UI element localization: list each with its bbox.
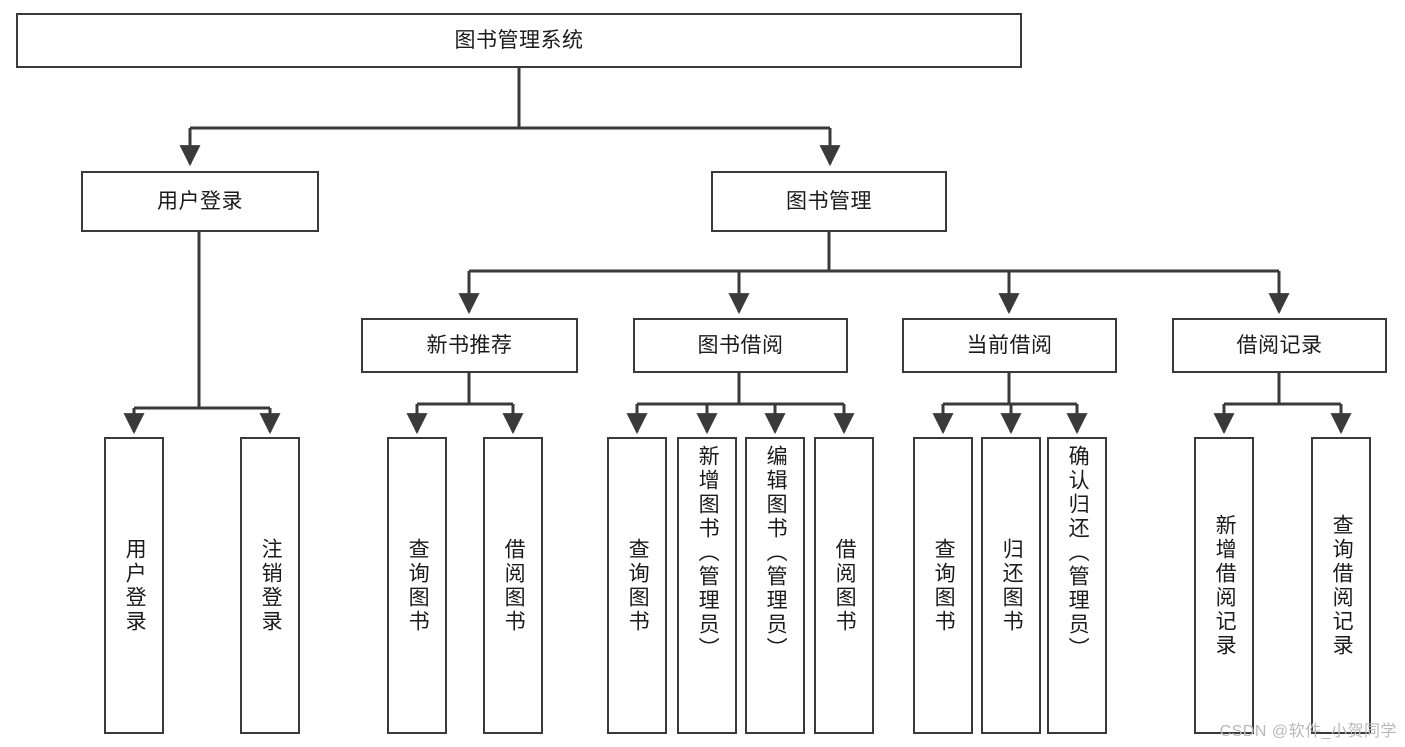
leaf-book-borrow-query-books[interactable]: 查询图书: [607, 437, 667, 734]
node-label: 查询图书: [406, 537, 430, 634]
leaf-current-borrow-confirm-return-admin[interactable]: 确认归还（管理员）: [1047, 437, 1107, 734]
leaf-book-borrow-borrow-books[interactable]: 借阅图书: [814, 437, 874, 734]
node-label: 新书推荐: [426, 333, 513, 357]
leaf-new-book-query-books[interactable]: 查询图书: [387, 437, 447, 734]
node-label: 借阅记录: [1236, 333, 1323, 357]
node-borrowing-record[interactable]: 借阅记录: [1172, 318, 1387, 373]
node-label: 查询图书: [932, 537, 956, 634]
node-root-book-management-system[interactable]: 图书管理系统: [16, 13, 1022, 68]
node-label: 注销登录: [259, 537, 283, 634]
node-label: 用户登录: [157, 189, 243, 213]
node-label: 借阅图书: [502, 537, 526, 634]
leaf-borrow-record-add-record[interactable]: 新增借阅记录: [1194, 437, 1254, 734]
leaf-new-book-borrow-books[interactable]: 借阅图书: [483, 437, 543, 734]
leaf-current-borrow-return-books[interactable]: 归还图书: [981, 437, 1041, 734]
node-book-management[interactable]: 图书管理: [711, 171, 947, 232]
node-label: 当前借阅: [966, 333, 1053, 357]
node-label: 图书借阅: [697, 333, 784, 357]
leaf-current-borrow-query-books[interactable]: 查询图书: [913, 437, 973, 734]
node-label: 图书管理系统: [454, 28, 584, 52]
node-label: 查询图书: [626, 537, 650, 634]
node-label: 新增图书（管理员）: [696, 445, 720, 661]
node-current-borrowing[interactable]: 当前借阅: [902, 318, 1117, 373]
node-label: 图书管理: [786, 189, 872, 213]
node-user-login[interactable]: 用户登录: [81, 171, 319, 232]
node-label: 编辑图书（管理员）: [764, 445, 788, 661]
node-label: 借阅图书: [833, 537, 857, 634]
leaf-book-borrow-edit-book-admin[interactable]: 编辑图书（管理员）: [745, 437, 805, 734]
leaf-book-borrow-add-book-admin[interactable]: 新增图书（管理员）: [677, 437, 737, 734]
leaf-user-login-sign-out[interactable]: 注销登录: [240, 437, 300, 734]
leaf-user-login-sign-in[interactable]: 用户登录: [104, 437, 164, 734]
node-label: 用户登录: [123, 537, 147, 634]
node-label: 查询借阅记录: [1330, 513, 1354, 658]
node-label: 新增借阅记录: [1213, 513, 1237, 658]
node-label: 确认归还（管理员）: [1066, 445, 1090, 661]
node-new-book-recommendation[interactable]: 新书推荐: [361, 318, 578, 373]
node-book-borrowing[interactable]: 图书借阅: [633, 318, 848, 373]
leaf-borrow-record-query-record[interactable]: 查询借阅记录: [1311, 437, 1371, 734]
node-label: 归还图书: [1000, 537, 1024, 634]
